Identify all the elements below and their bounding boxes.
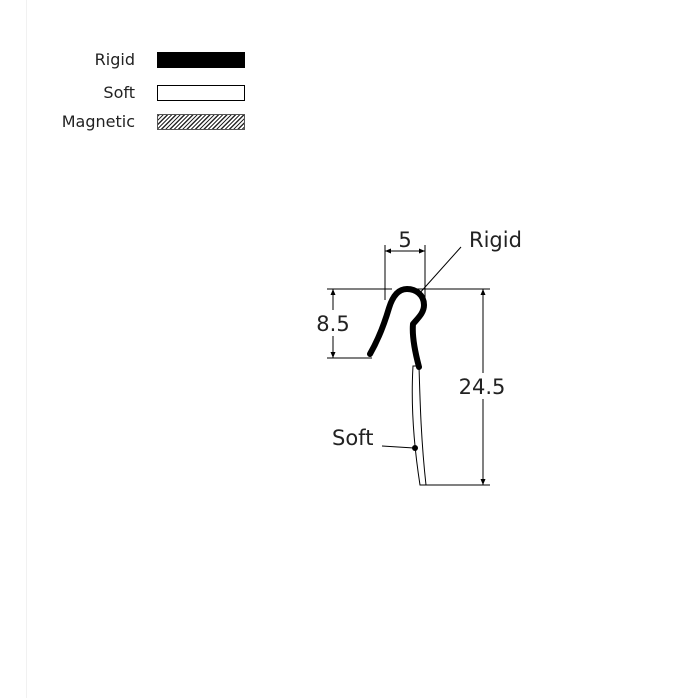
- total-height-dimension-label: 24.5: [459, 375, 506, 399]
- soft-leg: [411, 365, 427, 486]
- total-height-label-bg: [455, 373, 511, 399]
- rigid-callout-leader: [417, 246, 462, 296]
- soft-callout-label: Soft: [332, 426, 373, 450]
- legend-item-soft: Soft: [0, 82, 260, 106]
- rigid-height-dimension-label: 8.5: [316, 312, 349, 336]
- width-dimension: [384, 245, 426, 300]
- soft-callout-leader: [381, 445, 415, 449]
- legend-label-magnetic: Magnetic: [61, 112, 135, 131]
- material-legend: Rigid Soft Magnetic: [0, 0, 260, 140]
- legend-label-soft: Soft: [103, 83, 135, 102]
- magnetic-swatch: [157, 114, 245, 130]
- page-edge: [26, 0, 27, 698]
- rigid-hook: [367, 286, 427, 370]
- width-dimension-label: 5: [398, 228, 411, 252]
- legend-item-rigid: Rigid: [0, 49, 260, 73]
- soft-swatch: [157, 85, 245, 101]
- rigid-height-label-bg: [310, 310, 356, 336]
- legend-item-magnetic: Magnetic: [0, 111, 260, 135]
- legend-label-rigid: Rigid: [94, 50, 135, 69]
- soft-callout-dot: [412, 445, 418, 451]
- rigid-swatch: [157, 52, 245, 68]
- rigid-callout-label: Rigid: [469, 228, 522, 252]
